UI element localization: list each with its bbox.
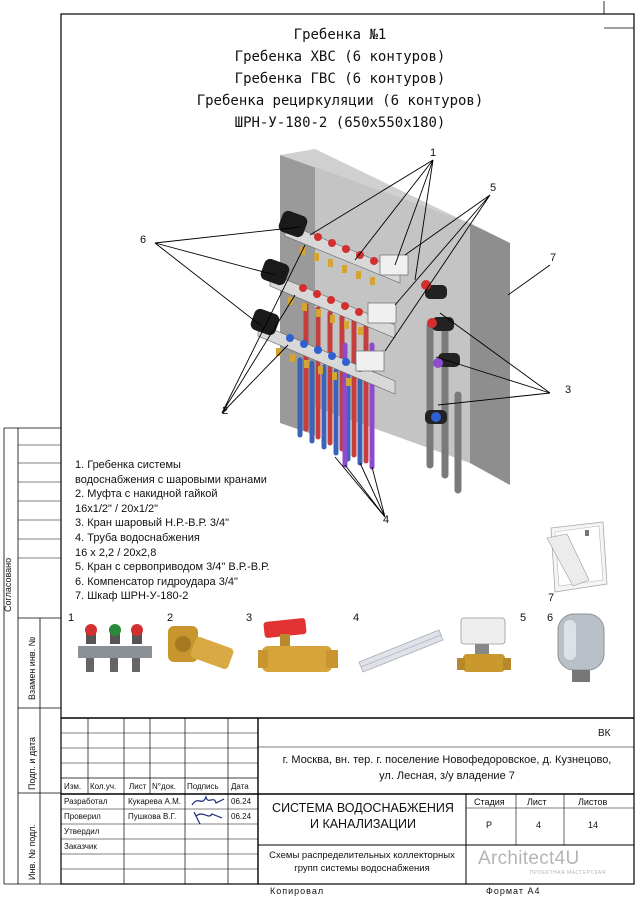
legend-line: 1. Гребенка системы bbox=[75, 459, 181, 471]
drawing-title: Гребенка №1 Гребенка ХВС (6 контуров) Гр… bbox=[170, 24, 510, 134]
legend-line: 2. Муфта с накидной гайкой bbox=[75, 488, 218, 501]
hammer-compensators bbox=[250, 210, 308, 336]
checker-signature bbox=[193, 811, 223, 825]
header-signature: Подпись bbox=[187, 782, 219, 791]
legend-line: 16х1/2" / 20х1/2" bbox=[75, 502, 159, 515]
thumb-label-7: 7 bbox=[548, 592, 555, 604]
name-checker: Пушкова В.Г. bbox=[128, 812, 177, 821]
name-developer: Кукарева А.М. bbox=[128, 797, 181, 806]
legend-line: 4. Труба водоснабжения bbox=[75, 531, 200, 544]
callout-7: 7 bbox=[550, 252, 557, 264]
product-pipe-image bbox=[358, 629, 444, 673]
header-date: Дата bbox=[231, 782, 249, 791]
stage-value: Р bbox=[486, 820, 493, 830]
product-servo-valve-image bbox=[457, 617, 511, 672]
date-checker: 06.24 bbox=[231, 812, 252, 821]
studio-logo: Architect4U bbox=[478, 848, 580, 869]
title-line: Гребенка ГВС (6 контуров) bbox=[234, 71, 446, 87]
sheet-label: Лист bbox=[527, 797, 547, 807]
title-line: Гребенка ХВС (6 контуров) bbox=[234, 49, 446, 65]
title-line: Гребенка рециркуляции (6 контуров) bbox=[196, 93, 484, 109]
thumb-label-4: 4 bbox=[353, 612, 360, 624]
product-compensator-image bbox=[557, 613, 605, 682]
thumb-label-3: 3 bbox=[246, 612, 253, 624]
thumb-label-1: 1 bbox=[68, 612, 75, 624]
callout-4: 4 bbox=[383, 514, 390, 526]
studio-logo-subtitle: ПРОЕКТНАЯ МАСТЕРСКАЯ bbox=[530, 870, 606, 876]
leader-lines bbox=[154, 159, 551, 518]
legend-line: 3. Кран шаровый Н.Р.-В.Р. 3/4" bbox=[75, 517, 230, 530]
product-coupling-image bbox=[168, 626, 234, 670]
legend-line: водоснабжения с шаровыми кранами bbox=[75, 473, 267, 486]
servo-valves bbox=[355, 254, 409, 372]
sheets-label: Листов bbox=[578, 797, 608, 807]
sheets-value: 14 bbox=[588, 820, 599, 830]
role-developer: Разработал bbox=[64, 797, 108, 806]
thumb-label-2: 2 bbox=[167, 612, 174, 624]
title-line: Гребенка №1 bbox=[293, 27, 387, 43]
header-qty: Кол.уч. bbox=[90, 782, 117, 791]
legend-line: 6. Компенсатор гидроудара 3/4" bbox=[75, 575, 238, 588]
title-line: ШРН-У-180-2 (650х550х180) bbox=[234, 115, 446, 131]
callout-6: 6 bbox=[140, 234, 147, 246]
callout-5: 5 bbox=[490, 182, 497, 194]
header-doc: N°док. bbox=[152, 782, 176, 791]
role-approver: Утвердил bbox=[64, 827, 100, 836]
outlet-elbows bbox=[421, 280, 460, 424]
date-developer: 06.24 bbox=[231, 797, 252, 806]
legend-line: 7. Шкаф ШРН-У-180-2 bbox=[75, 590, 189, 603]
legend-line: 5. Кран с сервоприводом 3/4" В.Р.-В.Р. bbox=[75, 561, 270, 574]
cabinet-thumbnail bbox=[546, 521, 608, 593]
header-sheet: Лист bbox=[129, 782, 147, 791]
role-customer: Заказчик bbox=[64, 842, 97, 851]
sheet-title: Схемы распределительных коллекторных гру… bbox=[269, 850, 455, 874]
role-checker: Проверил bbox=[64, 812, 101, 821]
legend-line: 16 х 2,2 / 20х2,8 bbox=[75, 546, 157, 559]
sheet-value: 4 bbox=[536, 820, 542, 830]
pipes bbox=[297, 302, 462, 494]
cabinet-side bbox=[470, 223, 510, 485]
developer-signature bbox=[191, 795, 225, 806]
product-manifold-image bbox=[78, 624, 152, 672]
stage-label: Стадия bbox=[474, 797, 505, 807]
callout-2: 2 bbox=[222, 405, 229, 417]
thumb-label-6: 6 bbox=[547, 612, 554, 624]
callout-1: 1 bbox=[430, 147, 437, 159]
header-change: Изм. bbox=[64, 782, 82, 791]
component-legend: 1. Гребенка системы водоснабжения с шаро… bbox=[75, 458, 269, 604]
manifold-illustration bbox=[154, 149, 551, 518]
format-label: Формат А4 bbox=[486, 886, 541, 896]
system-title: СИСТЕМА ВОДОСНАБЖЕНИЯ И КАНАЛИЗАЦИИ bbox=[272, 801, 454, 831]
callout-3: 3 bbox=[565, 384, 572, 396]
copied-label: Копировал bbox=[270, 886, 325, 896]
project-code: ВК bbox=[598, 728, 611, 739]
project-address: г. Москва, вн. тер. г. поселение Новофед… bbox=[282, 754, 612, 782]
product-ball-valve-image bbox=[258, 618, 338, 672]
thumb-label-5: 5 bbox=[520, 612, 527, 624]
